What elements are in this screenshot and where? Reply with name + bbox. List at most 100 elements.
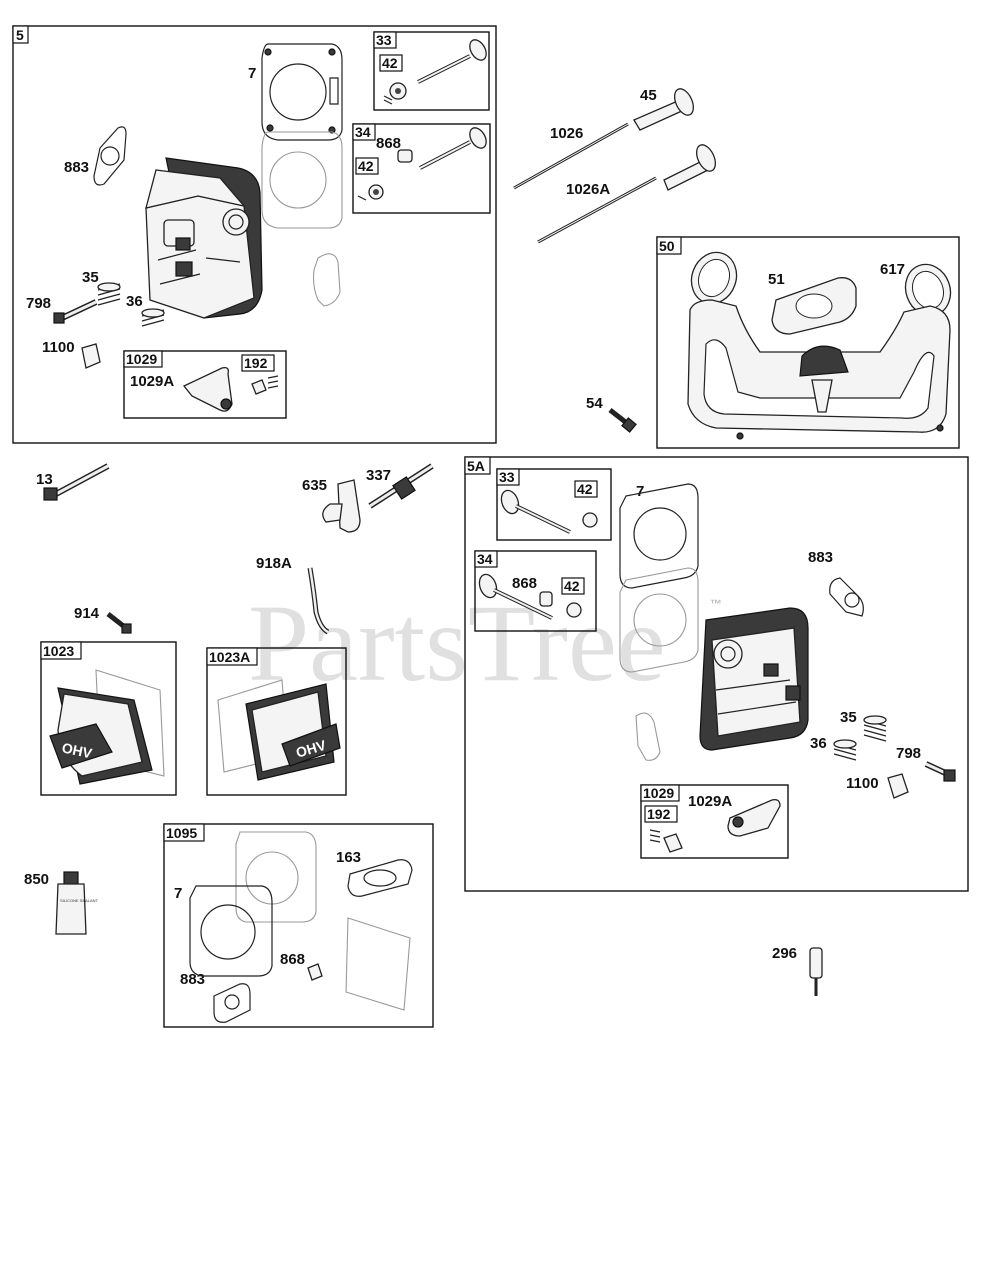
spark-plug-boot-part	[322, 479, 361, 533]
callout-914: 914	[74, 605, 100, 622]
intake-valve-part	[357, 127, 487, 201]
callout-868a: 868	[376, 135, 401, 152]
ohv-marking-1: OHV	[61, 739, 95, 761]
nut-1100b-part	[887, 773, 909, 799]
watermark: PartsTree	[248, 582, 666, 704]
callout-1029Aa: 1029A	[130, 373, 174, 390]
group-50-label: 50	[659, 238, 675, 254]
cylinder-head-5A-part	[699, 607, 809, 751]
group-42a-label: 42	[382, 55, 398, 71]
exhaust-gasket-part	[93, 126, 127, 186]
callout-7b: 7	[636, 483, 644, 500]
group-33b-label: 33	[499, 469, 515, 485]
bolt-798a-part	[53, 299, 98, 324]
valve-spring-35b-part	[863, 715, 887, 742]
group-33a-box	[373, 31, 490, 111]
sealant-tube-part: SILICONE SEALANT	[55, 871, 99, 935]
group-1023A-label: 1023A	[209, 649, 250, 665]
rocker-arm-part	[182, 366, 279, 412]
callout-798b: 798	[896, 745, 921, 762]
callout-7c: 7	[174, 885, 182, 902]
group-34a-label: 34	[355, 124, 371, 140]
group-5A-box	[464, 456, 969, 892]
callout-13: 13	[36, 471, 53, 488]
callout-635: 635	[302, 477, 327, 494]
exhaust-gasket-5A-part	[829, 577, 864, 617]
watermark-trademark: ™	[710, 597, 722, 611]
group-1095-box	[163, 823, 434, 1028]
intake-valve-5A-part	[478, 573, 582, 620]
callout-337: 337	[366, 467, 391, 484]
intake-gasket-rings-part	[690, 251, 952, 317]
group-1029b-box	[640, 784, 789, 859]
callout-51: 51	[768, 271, 785, 288]
callout-163: 163	[336, 849, 361, 866]
callout-36b: 36	[810, 735, 827, 752]
callout-1100b: 1100	[846, 775, 879, 792]
group-5-tag	[12, 25, 29, 44]
group-33a-label: 33	[376, 32, 392, 48]
valve-cover-1023A-part: OHV	[217, 679, 341, 781]
spark-plug-part	[368, 463, 434, 509]
callout-918A: 918A	[256, 555, 292, 572]
bolt-13-part	[43, 463, 110, 501]
group-5-label: 5	[16, 27, 24, 43]
screw-54-part	[608, 408, 637, 433]
callout-45: 45	[640, 87, 657, 104]
group-192a-label: 192	[244, 355, 268, 371]
exhaust-valve-part	[417, 39, 487, 84]
callout-54: 54	[586, 395, 603, 412]
head-gasket-part	[261, 43, 343, 141]
valve-keeper-part	[383, 82, 407, 105]
group-42b-label: 42	[358, 158, 374, 174]
breather-tube-part	[307, 567, 330, 635]
group-1029a-box	[123, 350, 287, 419]
group-34a-box	[352, 123, 491, 214]
callout-850: 850	[24, 871, 49, 888]
callout-883c: 883	[180, 971, 205, 988]
group-34b-box	[474, 550, 597, 632]
pin-296-part	[809, 947, 823, 996]
callout-868c: 868	[280, 951, 305, 968]
group-50-box	[656, 236, 960, 449]
screw-914-part	[106, 612, 132, 634]
callout-1026A: 1026A	[566, 181, 610, 198]
callout-1100a: 1100	[42, 339, 75, 356]
group-1023-box	[40, 641, 177, 796]
valve-spring-36b-part	[833, 739, 857, 761]
callout-883a: 883	[64, 159, 89, 176]
callout-617: 617	[880, 261, 905, 278]
callout-798a: 798	[26, 295, 51, 312]
gasket-set-1095-part	[189, 831, 413, 1023]
group-5-box	[12, 25, 497, 444]
callout-7a: 7	[248, 65, 256, 82]
callout-35b: 35	[840, 709, 857, 726]
callout-35a: 35	[82, 269, 99, 286]
push-rod-1026A-part	[537, 176, 657, 244]
valve-cover-1023-part: OHV	[49, 669, 165, 785]
group-34b-label: 34	[477, 551, 493, 567]
group-1029a-label: 1029	[126, 351, 157, 367]
sealant-tube-marking: SILICONE SEALANT	[60, 898, 99, 903]
cylinder-head-part	[145, 157, 263, 319]
group-1095-label: 1095	[166, 825, 197, 841]
valve-spring-36a-part	[141, 308, 165, 327]
group-192b-label: 192	[647, 806, 671, 822]
group-1023-label: 1023	[43, 643, 74, 659]
nut-1100a-part	[81, 343, 101, 369]
callout-1026: 1026	[550, 125, 583, 142]
group-42c-label: 42	[577, 481, 593, 497]
exhaust-valve-5A-part	[500, 489, 598, 534]
head-gasket-5A-part	[619, 483, 699, 761]
callout-868b: 868	[512, 575, 537, 592]
valve-spring-35a-part	[97, 282, 121, 306]
callout-296: 296	[772, 945, 797, 962]
callout-36a: 36	[126, 293, 143, 310]
group-5A-label: 5A	[467, 458, 485, 474]
group-1029b-label: 1029	[643, 785, 674, 801]
rocker-arm-5A-part	[649, 798, 781, 853]
intake-gasket-51-part	[771, 277, 857, 335]
group-1023A-box	[206, 647, 347, 796]
callout-1029Ab: 1029A	[688, 793, 732, 810]
